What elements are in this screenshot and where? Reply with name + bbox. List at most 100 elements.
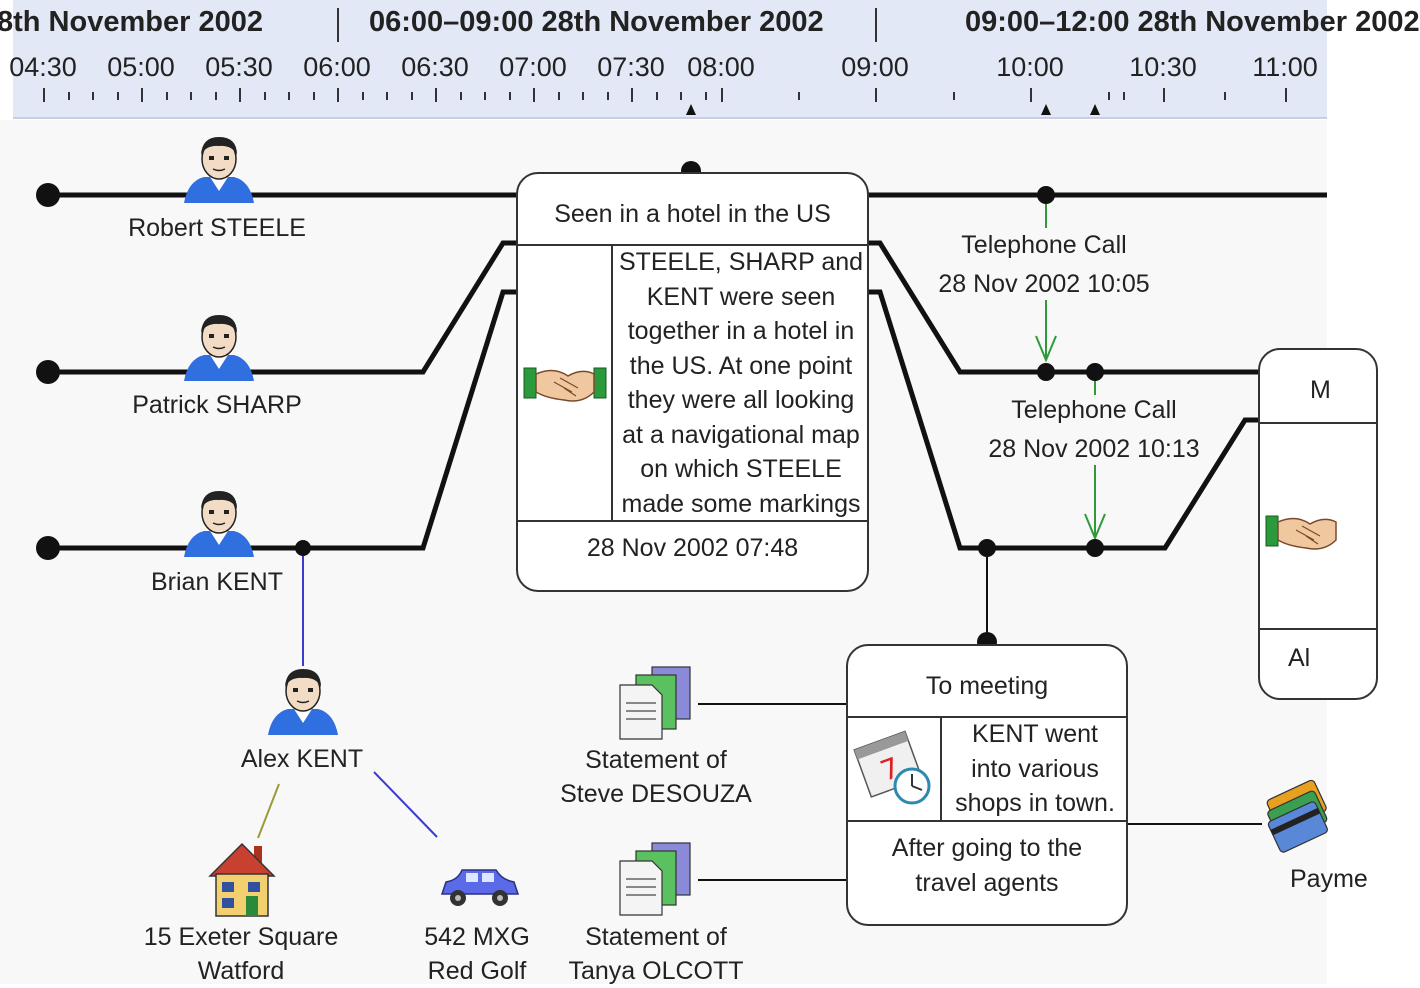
minor-tick [263,92,266,100]
tick-label: 04:30 [9,52,77,82]
major-tick [533,88,535,102]
junction-dot [1086,539,1104,557]
calendar-clock-icon: 7 [853,730,931,805]
major-tick [1285,88,1287,102]
band-separator [337,8,339,42]
tick-label: 05:30 [205,52,273,82]
car-icon[interactable] [438,860,520,910]
minor-tick [798,92,800,100]
minor-tick [1123,92,1125,100]
payment-cards-icon[interactable] [1265,779,1335,853]
person-icon[interactable] [180,485,258,557]
person-icon[interactable] [180,131,258,203]
major-tick [43,88,45,102]
major-tick [435,88,437,102]
minor-tick [704,92,707,100]
call-arrowhead [1035,335,1057,363]
alex-address-link [257,783,280,839]
event-title: Seen in a hotel in the US [554,200,831,228]
minor-tick [1108,92,1110,100]
minor-tick [582,92,584,100]
timeline-event-marker [1041,104,1051,115]
tick-label: 06:00 [303,52,371,82]
person-label-alex: Alex KENT [240,745,364,773]
brian-theme-line [868,289,1260,551]
event-divider [848,716,1126,718]
event-divider [940,716,942,821]
call-arrowhead [1084,513,1106,541]
minor-tick [410,92,413,100]
tick-label: 10:00 [996,52,1064,82]
theme-start-dot [36,360,60,384]
minor-tick [680,92,682,100]
tick-label: 08:00 [687,52,755,82]
junction-dot [295,540,311,556]
minor-tick [508,92,511,100]
event-box-partial[interactable]: M Al [1258,348,1378,700]
event-divider [518,520,867,522]
tick-label: 05:00 [107,52,175,82]
minor-tick [361,92,364,100]
chart-area: Robert STEELE Patrick SHARP Brian KENT A… [0,120,1378,985]
minor-tick [67,92,70,100]
event-title: To meeting [925,672,1049,700]
minor-tick [953,92,955,100]
minor-tick [557,92,560,100]
handshake-icon [1265,515,1337,550]
person-label-robert: Robert STEELE [128,214,306,242]
band-label-3: 09:00–12:00 28th November 2002 [965,6,1420,38]
person-icon[interactable] [264,663,342,735]
minor-tick [190,92,192,100]
patrick-theme-line [48,240,517,375]
minor-tick [386,92,388,100]
major-tick [239,88,241,102]
house-icon[interactable] [208,838,276,918]
major-tick [875,88,877,102]
patrick-theme-line [868,240,1260,375]
person-icon[interactable] [180,309,258,381]
person-label-patrick: Patrick SHARP [132,391,302,419]
minor-tick [606,92,609,100]
event-divider [848,820,1126,822]
alex-car-link [373,771,438,838]
minor-tick [312,92,315,100]
timeline-event-marker [1090,104,1100,115]
person-label-brian: Brian KENT [151,568,283,596]
event-date: 28 Nov 2002 07:48 [586,534,799,562]
major-tick [141,88,143,102]
timeline-event-marker [686,104,696,115]
tick-label: 11:00 [1252,52,1318,82]
minor-tick [484,92,486,100]
event-divider [1260,628,1376,630]
event-divider [518,244,867,246]
document-stack-icon[interactable] [618,665,694,741]
document-stack-icon[interactable] [618,841,694,917]
major-tick [337,88,339,102]
payment-label: Payme [1290,865,1368,893]
tick-label: 09:00 [841,52,909,82]
minor-tick [459,92,462,100]
major-tick [721,88,723,102]
minor-tick [288,92,290,100]
minor-tick [116,92,119,100]
handshake-icon [523,367,607,402]
major-tick [1163,88,1165,102]
timeline-border [13,117,1327,119]
tick-label: 07:30 [597,52,665,82]
major-tick [631,88,633,102]
event-footer: Al [1288,644,1311,672]
theme-start-dot [36,183,60,207]
minor-tick [214,92,217,100]
minor-tick [92,92,94,100]
event-box-hotel[interactable]: Seen in a hotel in the US STEELE, SHARP … [516,172,869,592]
